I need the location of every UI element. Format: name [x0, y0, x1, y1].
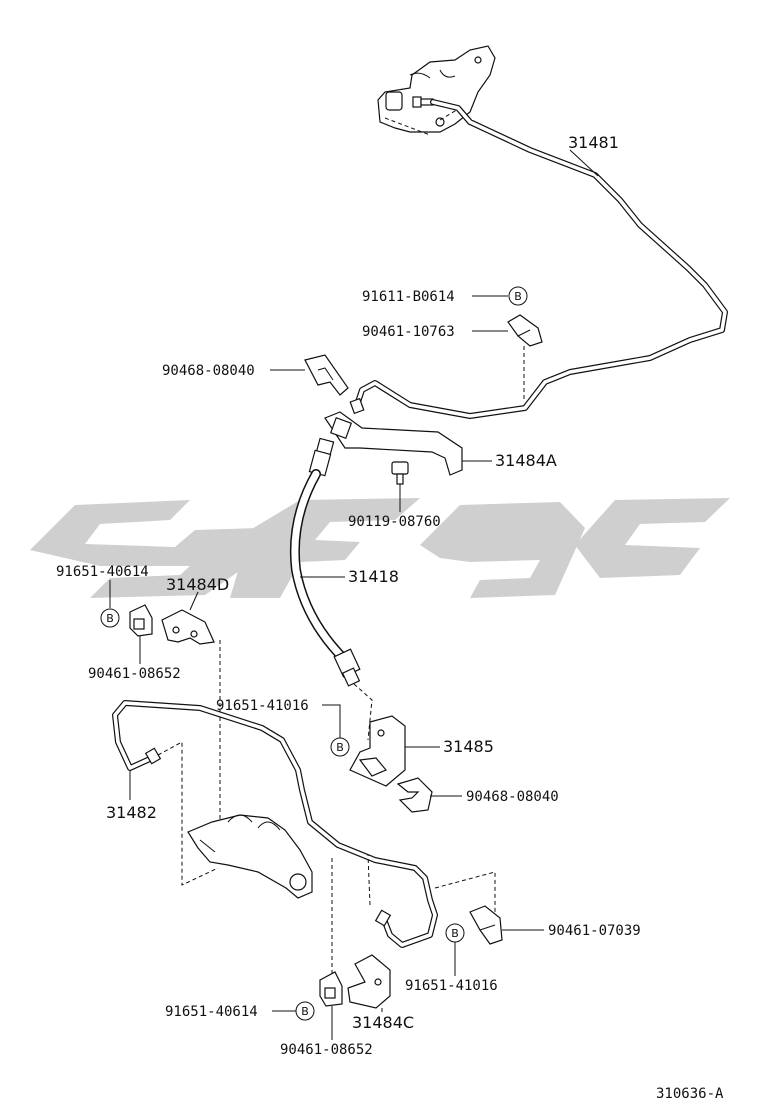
clutch-cylinder-bottom [187, 814, 313, 899]
svg-text:B: B [451, 927, 459, 940]
label-91651-40614-left: 91651-40614 [56, 564, 149, 580]
badge-b-91611-b0614: B [508, 286, 528, 306]
label-90468-08040-bot: 90468-08040 [466, 789, 559, 805]
clip-90468-08040-top [304, 354, 349, 396]
svg-text:B: B [301, 1005, 309, 1018]
brake-tube-31482 [112, 700, 438, 948]
brake-tube-31481 [349, 99, 728, 419]
label-91611-b0614: 91611-B0614 [362, 289, 455, 305]
label-31484a: 31484A [495, 451, 557, 470]
clip-90468-08040-bottom [396, 777, 433, 813]
bracket-31484d [161, 609, 215, 645]
badge-b-91651-41016-mid: B [330, 737, 350, 757]
diagram-code: 310636-A [656, 1086, 724, 1102]
label-31484d: 31484D [166, 575, 229, 594]
svg-text:B: B [514, 290, 522, 303]
svg-text:B: B [336, 741, 344, 754]
label-31484c: 31484C [352, 1013, 414, 1032]
label-31485: 31485 [443, 737, 494, 756]
bracket-31484a [324, 411, 463, 476]
watermark-logo [30, 498, 730, 598]
label-31481: 31481 [568, 133, 619, 152]
leader-31484d [189, 591, 199, 611]
label-31482: 31482 [106, 803, 157, 822]
bracket-31484c [347, 954, 391, 1009]
master-cylinder-top [377, 45, 496, 136]
clip-90461-08652-bottom [319, 971, 343, 1007]
label-90461-10763: 90461-10763 [362, 324, 455, 340]
label-90461-07039: 90461-07039 [548, 923, 641, 939]
clip-90461-07039 [469, 905, 503, 945]
label-91651-40614-bot: 91651-40614 [165, 1004, 258, 1020]
label-90461-08652-bot: 90461-08652 [280, 1042, 373, 1058]
badge-b-91651-40614-left: B [100, 608, 120, 628]
clip-90461-08652-left [129, 604, 153, 637]
clip-90461-10763 [507, 314, 543, 347]
label-90468-08040-top: 90468-08040 [162, 363, 255, 379]
label-90461-08652-left: 90461-08652 [88, 666, 181, 682]
bracket-31485 [349, 715, 406, 787]
leader-91651-41016-mid [322, 704, 341, 738]
badge-b-91651-41016-bot: B [445, 923, 465, 943]
label-91651-41016-mid: 91651-41016 [216, 698, 309, 714]
badge-b-91651-40614-bot: B [295, 1001, 315, 1021]
svg-text:B: B [106, 612, 114, 625]
leader-31481 [569, 149, 599, 177]
label-91651-41016-bot: 91651-41016 [405, 978, 498, 994]
bolt-90119-08760 [391, 461, 409, 485]
flexible-hose-31418 [289, 437, 361, 687]
label-31418: 31418 [348, 567, 399, 586]
label-90119-08760: 90119-08760 [348, 514, 441, 530]
